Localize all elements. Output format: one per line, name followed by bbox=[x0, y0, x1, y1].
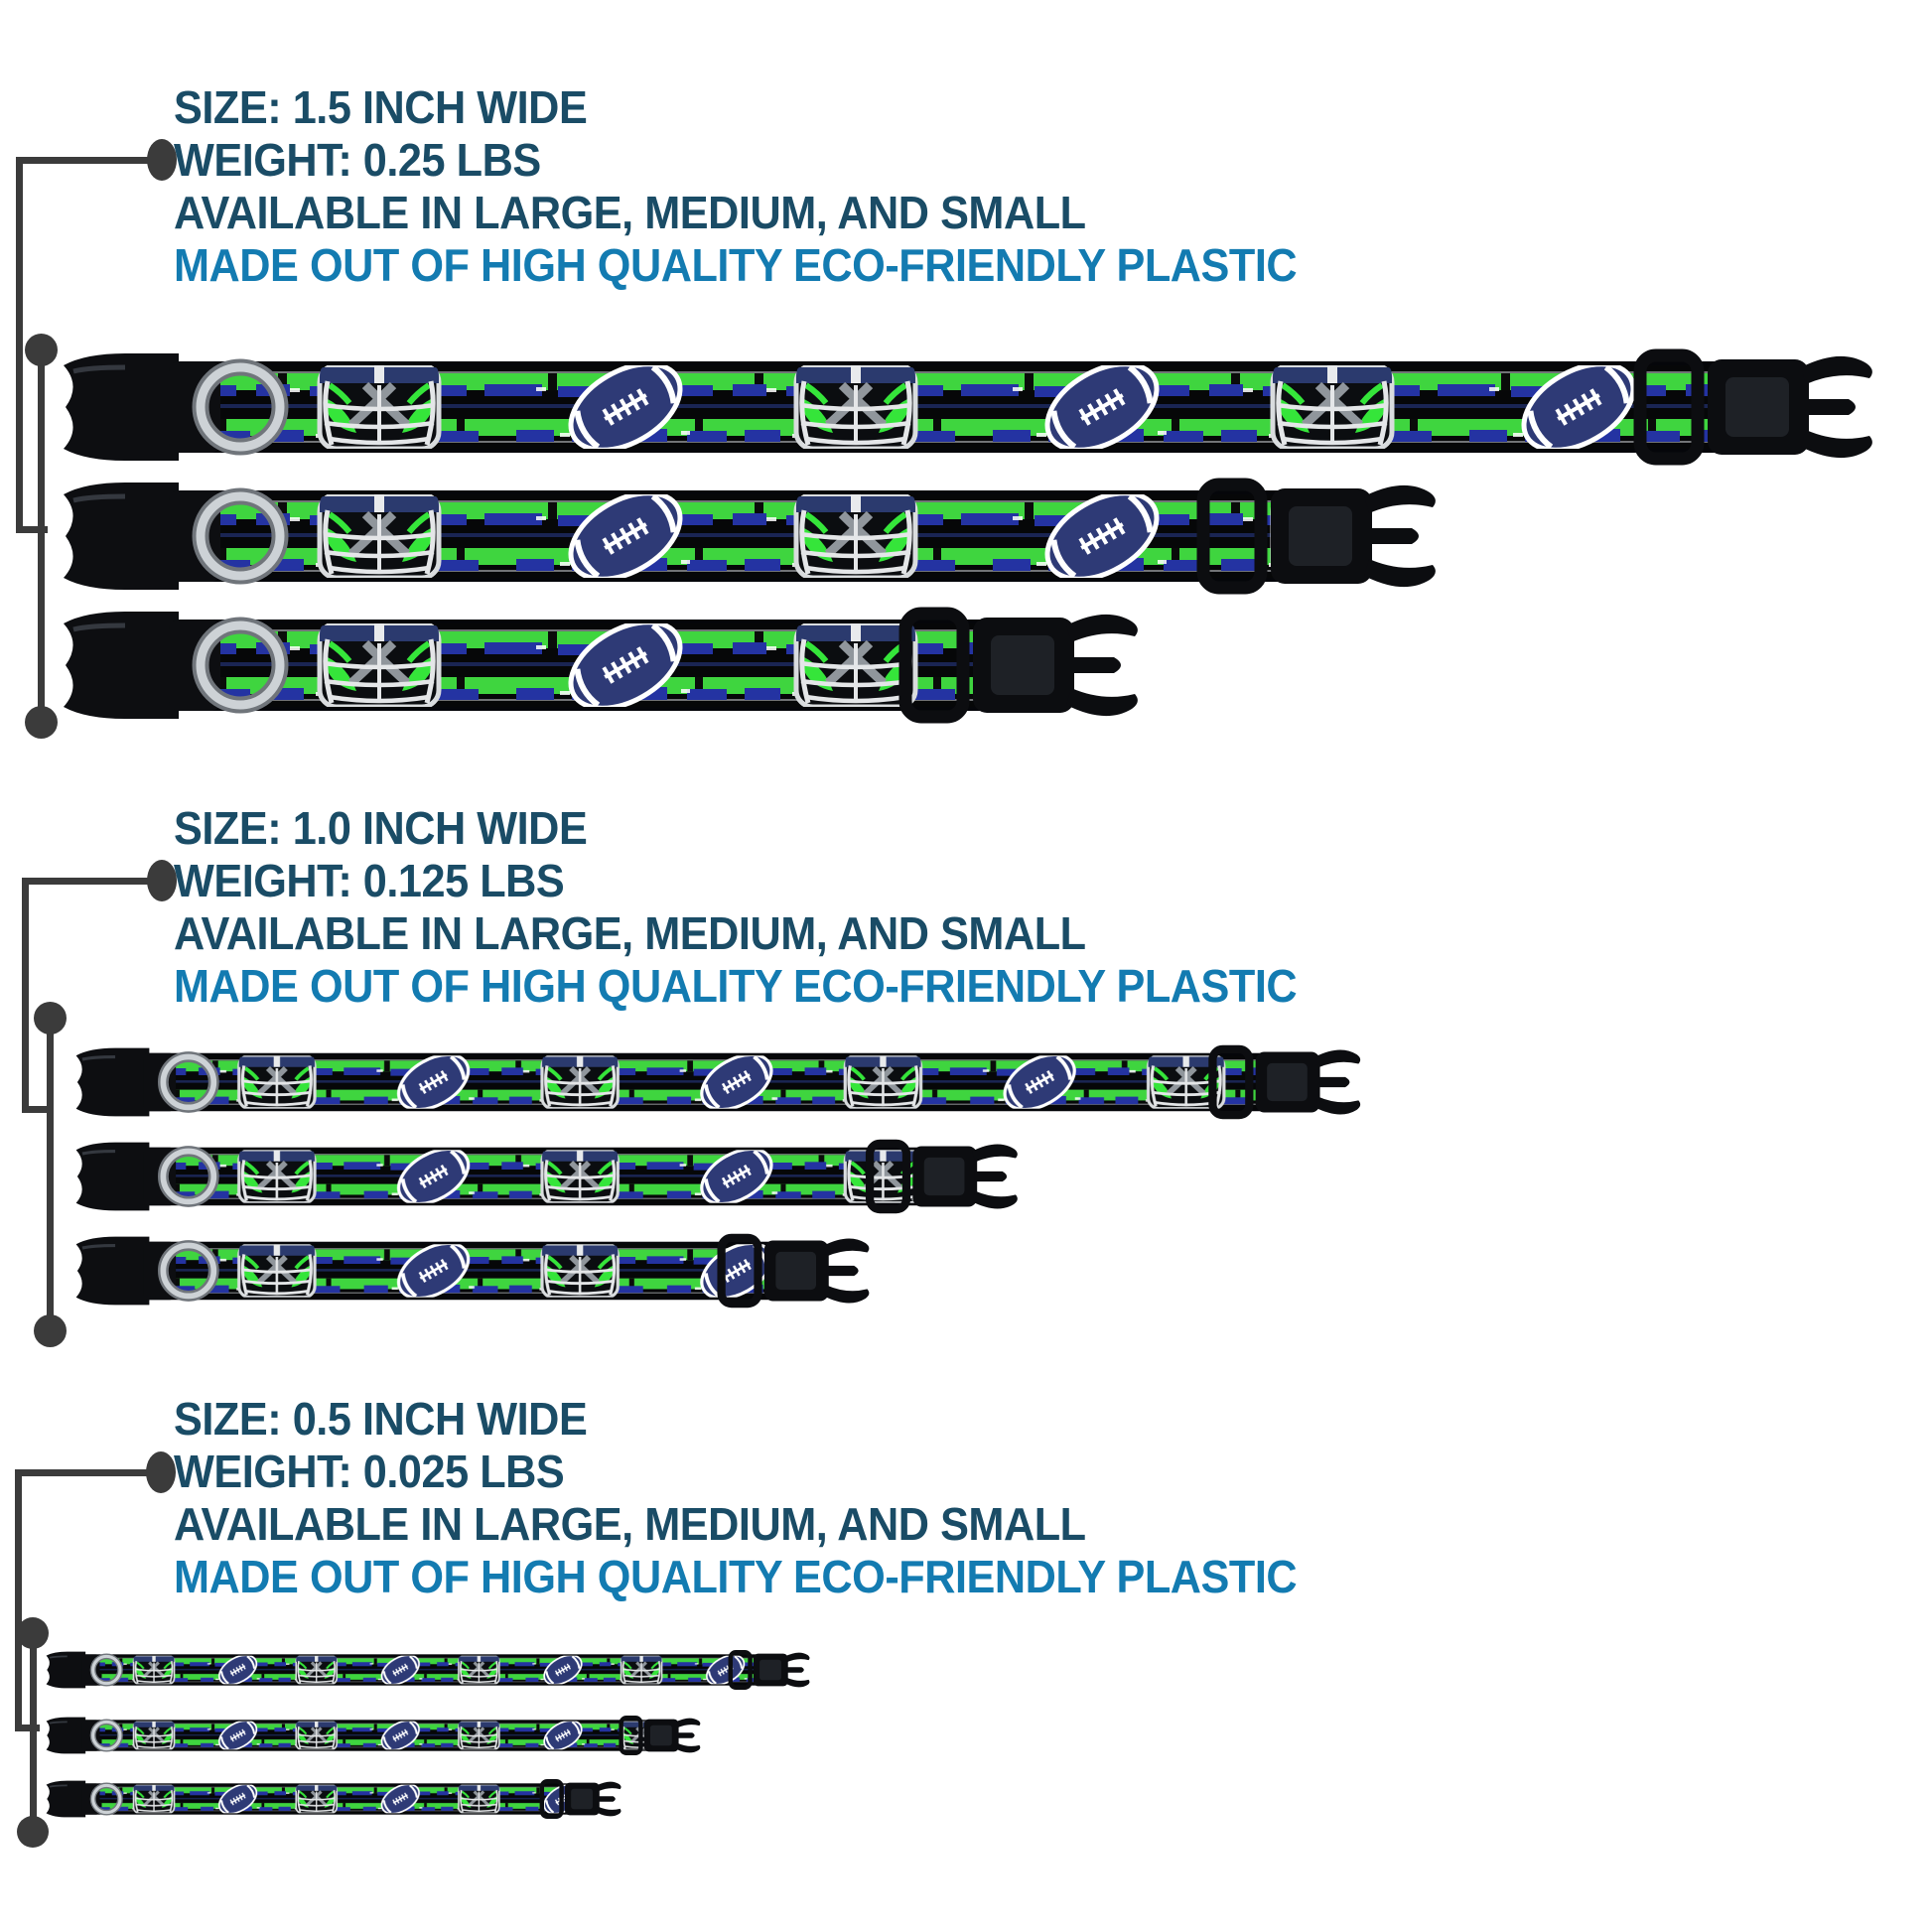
connector-line bbox=[30, 1633, 37, 1836]
triglide-slider-icon bbox=[1196, 478, 1268, 595]
buckle-male-icon bbox=[643, 1718, 701, 1753]
buckle-male-icon bbox=[973, 614, 1138, 717]
d-ring-icon bbox=[89, 1653, 123, 1687]
connector-line bbox=[22, 878, 29, 1113]
buckle-male-icon bbox=[912, 1144, 1018, 1209]
buckle-male-icon bbox=[763, 1238, 870, 1304]
collar-1-0-inch-large bbox=[75, 1044, 1361, 1120]
d-ring-icon bbox=[157, 1146, 219, 1207]
triglide-slider-icon bbox=[619, 1716, 643, 1755]
size-label: SIZE: 1.5 INCH WIDE bbox=[174, 81, 588, 133]
d-ring-icon bbox=[89, 1782, 123, 1816]
connector-dot bbox=[17, 1816, 49, 1848]
connector-line bbox=[47, 1018, 54, 1337]
weight-label: WEIGHT: 0.25 LBS bbox=[174, 134, 541, 186]
connector-line bbox=[22, 878, 164, 885]
triglide-slider-icon bbox=[1633, 348, 1705, 466]
d-ring-icon bbox=[192, 358, 289, 456]
material-label: MADE OUT OF HIGH QUALITY ECO-FRIENDLY PL… bbox=[174, 239, 1298, 291]
connector-dot bbox=[147, 860, 177, 901]
collar-0-5-inch-small bbox=[46, 1779, 621, 1819]
connector-line bbox=[15, 1469, 22, 1731]
collar-webbing bbox=[137, 361, 1799, 453]
buckle-male-icon bbox=[753, 1652, 810, 1688]
weight-label: WEIGHT: 0.125 LBS bbox=[174, 855, 565, 906]
availability-label: AVAILABLE IN LARGE, MEDIUM, AND SMALL bbox=[174, 187, 1086, 238]
connector-line bbox=[22, 1106, 54, 1113]
collar-webbing bbox=[122, 1147, 971, 1206]
collar-0-5-inch-medium bbox=[46, 1716, 701, 1755]
buckle-male-icon bbox=[565, 1781, 621, 1817]
triglide-slider-icon bbox=[898, 607, 970, 724]
size-label: SIZE: 1.0 INCH WIDE bbox=[174, 802, 588, 854]
d-ring-icon bbox=[157, 1051, 219, 1113]
triglide-slider-icon bbox=[865, 1139, 911, 1214]
buckle-male-icon bbox=[1271, 484, 1436, 588]
collar-webbing bbox=[122, 1052, 1314, 1112]
material-label: MADE OUT OF HIGH QUALITY ECO-FRIENDLY PL… bbox=[174, 960, 1298, 1012]
availability-label: AVAILABLE IN LARGE, MEDIUM, AND SMALL bbox=[174, 1498, 1086, 1550]
d-ring-icon bbox=[89, 1719, 123, 1752]
connector-dot bbox=[146, 1451, 176, 1493]
connector-line bbox=[16, 157, 163, 164]
collar-1-0-inch-small bbox=[75, 1233, 870, 1309]
connector-line bbox=[38, 349, 45, 729]
triglide-slider-icon bbox=[1208, 1044, 1254, 1120]
collar-webbing bbox=[137, 490, 1362, 582]
triglide-slider-icon bbox=[717, 1233, 762, 1309]
triglide-slider-icon bbox=[728, 1650, 753, 1690]
triglide-slider-icon bbox=[539, 1779, 564, 1819]
d-ring-icon bbox=[192, 617, 289, 714]
connector-dot bbox=[17, 1617, 49, 1649]
weight-label: WEIGHT: 0.025 LBS bbox=[174, 1446, 565, 1497]
collar-webbing bbox=[70, 1720, 676, 1751]
spec-block-0-5-inch: SIZE: 0.5 INCH WIDE WEIGHT: 0.025 LBS AV… bbox=[174, 1393, 1298, 1603]
collar-1-0-inch-medium bbox=[75, 1139, 1018, 1214]
d-ring-icon bbox=[192, 487, 289, 585]
connector-line bbox=[16, 157, 23, 533]
collar-webbing bbox=[70, 1654, 785, 1686]
buckle-male-icon bbox=[1708, 355, 1872, 459]
size-label: SIZE: 0.5 INCH WIDE bbox=[174, 1393, 588, 1445]
connector-line bbox=[15, 1725, 40, 1731]
spec-block-1-0-inch: SIZE: 1.0 INCH WIDE WEIGHT: 0.125 LBS AV… bbox=[174, 802, 1298, 1013]
collar-1-5-inch-small bbox=[64, 607, 1138, 724]
connector-dot bbox=[25, 706, 58, 739]
connector-line bbox=[16, 526, 48, 533]
connector-dot bbox=[25, 334, 58, 366]
material-label: MADE OUT OF HIGH QUALITY ECO-FRIENDLY PL… bbox=[174, 1551, 1298, 1602]
collar-0-5-inch-large bbox=[46, 1650, 810, 1690]
collar-1-5-inch-medium bbox=[64, 478, 1436, 595]
spec-block-1-5-inch: SIZE: 1.5 INCH WIDE WEIGHT: 0.25 LBS AVA… bbox=[174, 81, 1298, 292]
connector-line bbox=[15, 1469, 162, 1476]
buckle-male-icon bbox=[1255, 1049, 1361, 1115]
collar-1-5-inch-large bbox=[64, 348, 1872, 466]
collar-webbing bbox=[122, 1241, 823, 1301]
collar-webbing bbox=[70, 1783, 597, 1815]
connector-dot bbox=[34, 1314, 67, 1347]
connector-dot bbox=[34, 1002, 67, 1035]
d-ring-icon bbox=[157, 1240, 219, 1302]
availability-label: AVAILABLE IN LARGE, MEDIUM, AND SMALL bbox=[174, 907, 1086, 959]
connector-dot bbox=[147, 139, 177, 181]
